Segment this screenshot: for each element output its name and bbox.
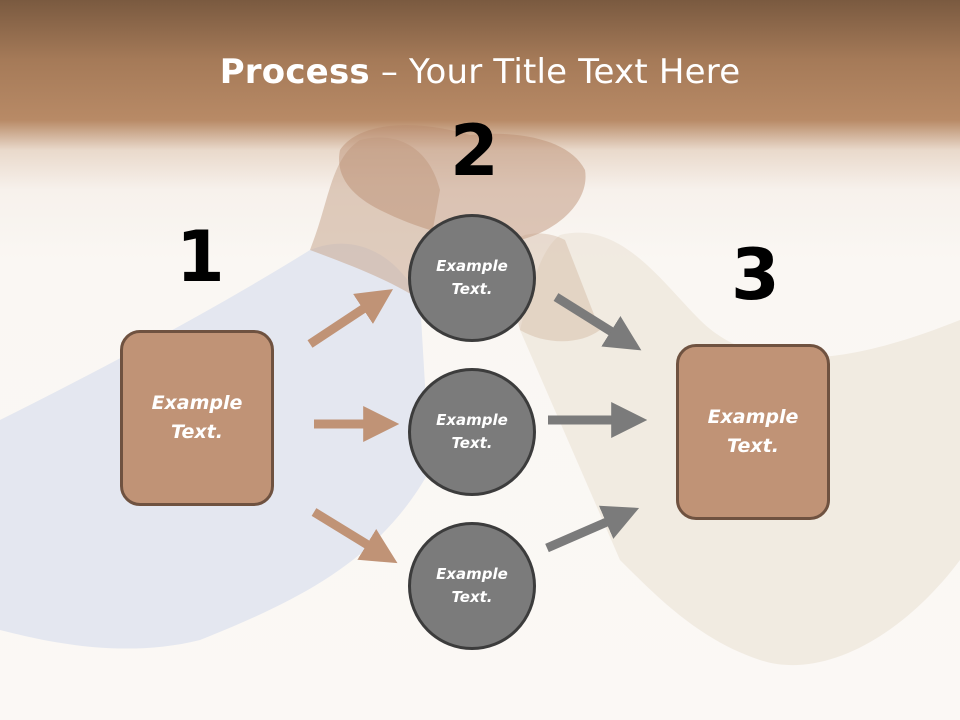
step-2-circle-top: Example Text. bbox=[408, 214, 536, 342]
title-rest: – Your Title Text Here bbox=[369, 52, 741, 92]
step-1-text: Example Text. bbox=[151, 392, 243, 443]
step-3-box: Example Text. bbox=[676, 344, 830, 520]
arrow-bottom-to-3 bbox=[545, 505, 640, 553]
circle-middle-text: Example Text. bbox=[436, 411, 508, 452]
arrow-1-to-top bbox=[307, 289, 394, 348]
step-number-2: 2 bbox=[450, 110, 499, 192]
step-2-circle-bottom: Example Text. bbox=[408, 522, 536, 650]
circle-top-text: Example Text. bbox=[436, 257, 508, 298]
step-1-box: Example Text. bbox=[120, 330, 274, 506]
step-number-1: 1 bbox=[176, 216, 225, 298]
step-number-3: 3 bbox=[731, 234, 780, 316]
title-bold: Process bbox=[219, 52, 370, 92]
slide-title: Process – Your Title Text Here bbox=[0, 52, 960, 92]
circle-bottom-text: Example Text. bbox=[436, 565, 508, 606]
arrow-top-to-3 bbox=[553, 293, 642, 351]
step-3-text: Example Text. bbox=[707, 406, 799, 457]
arrow-1-to-bottom bbox=[311, 508, 398, 564]
step-2-circle-middle: Example Text. bbox=[408, 368, 536, 496]
